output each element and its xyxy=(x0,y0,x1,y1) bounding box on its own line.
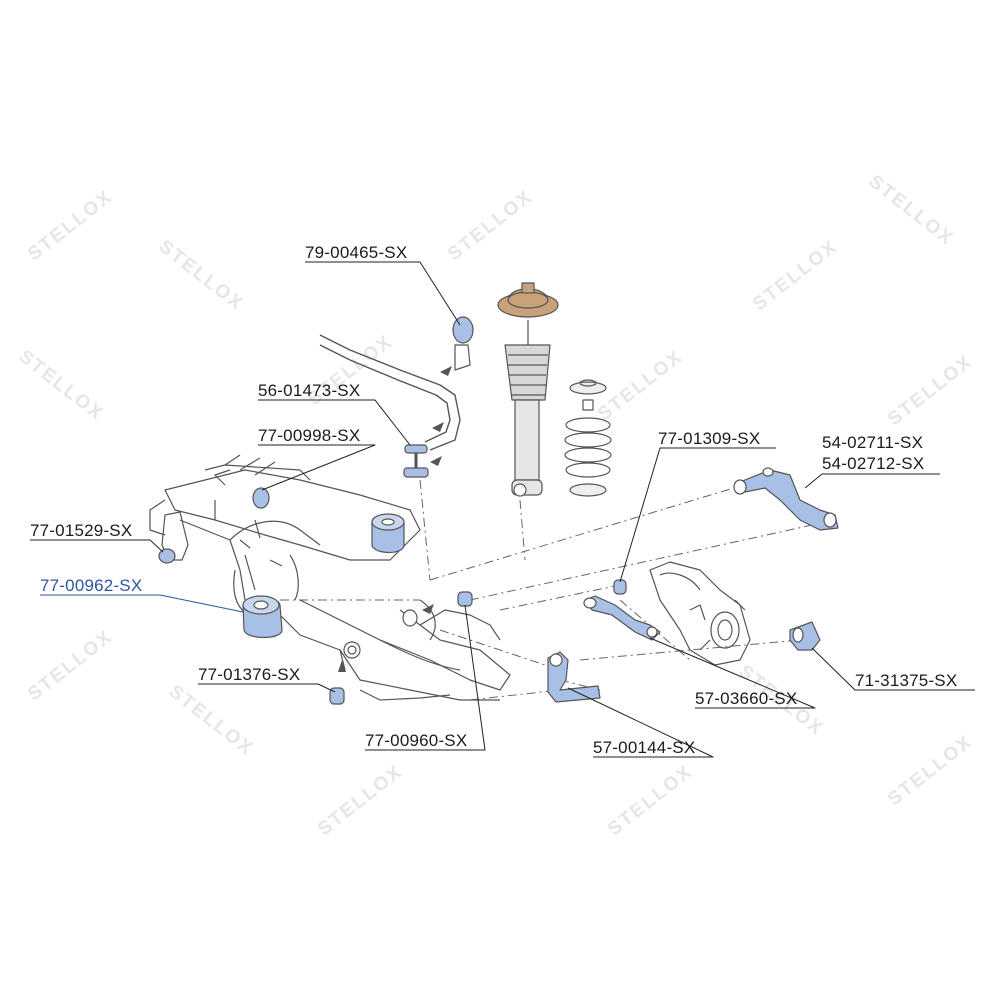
coil-spring xyxy=(564,379,612,497)
central-bushing xyxy=(402,591,473,627)
subframe-bushing-highlighted xyxy=(242,595,283,639)
assembly-arrows xyxy=(338,366,452,672)
stabilizer-bar xyxy=(319,334,461,451)
part-label-77-01529[interactable]: 77-01529-SX xyxy=(30,521,133,540)
lower-arm-bushing xyxy=(329,641,361,705)
subframe-bushing-right xyxy=(371,513,405,554)
bracket-bushing xyxy=(158,548,176,564)
stabilizer-bushing xyxy=(452,316,474,371)
strut-mount xyxy=(497,282,559,318)
part-label-56-01473[interactable]: 56-01473-SX xyxy=(258,381,361,400)
leader-lines xyxy=(30,261,975,758)
part-label-54-02711[interactable]: 54-02711-SX xyxy=(822,433,924,452)
toe-link-arm xyxy=(583,595,661,641)
stabilizer-link xyxy=(403,444,429,478)
part-label-57-00144[interactable]: 57-00144-SX xyxy=(593,738,696,757)
part-label-57-03660[interactable]: 57-03660-SX xyxy=(695,689,798,708)
part-label-77-00962[interactable]: 77-00962-SX xyxy=(40,576,143,595)
shock-absorber xyxy=(504,320,551,497)
part-label-77-00998[interactable]: 77-00998-SX xyxy=(258,426,361,445)
upper-control-arm xyxy=(733,467,839,531)
part-label-77-00960[interactable]: 77-00960-SX xyxy=(365,731,468,750)
knuckle-bushing xyxy=(789,621,821,651)
part-label-77-01376[interactable]: 77-01376-SX xyxy=(198,665,301,684)
part-label-79-00465[interactable]: 79-00465-SX xyxy=(305,243,408,262)
part-label-77-01309[interactable]: 77-01309-SX xyxy=(658,429,761,448)
rear-subframe xyxy=(149,454,511,701)
part-label-71-31375[interactable]: 71-31375-SX xyxy=(855,671,958,690)
part-label-54-02712[interactable]: 54-02712-SX xyxy=(822,454,925,473)
small-bushing xyxy=(252,487,270,509)
lower-link xyxy=(547,651,601,703)
toe-link-bushing xyxy=(613,579,627,595)
wheel-knuckle xyxy=(649,561,751,666)
mount-bracket xyxy=(161,511,189,561)
